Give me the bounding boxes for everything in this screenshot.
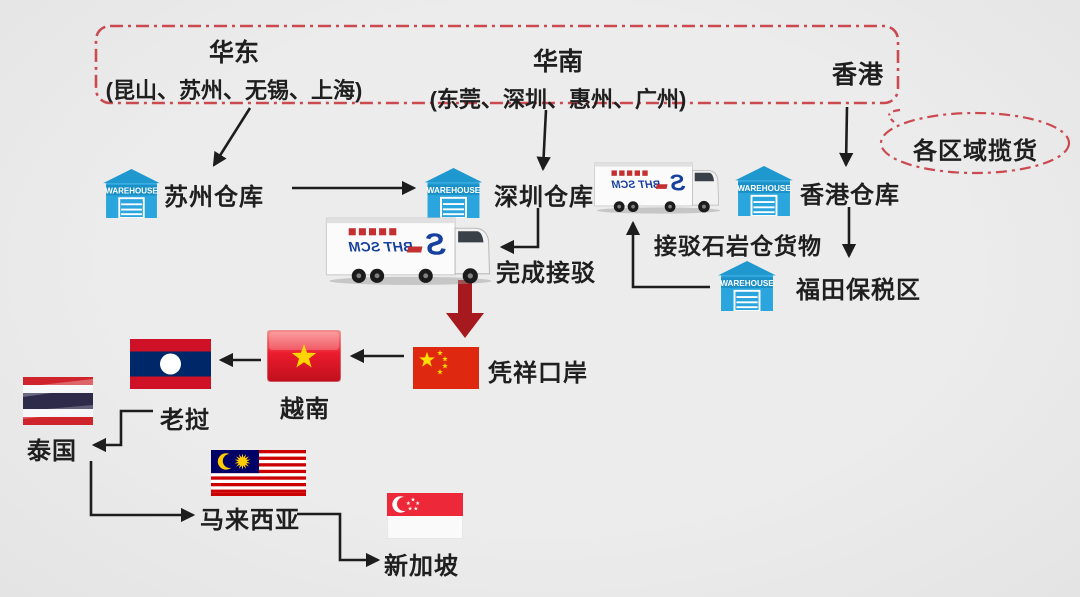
region-east: 华东 (昆山、苏州、无锡、上海) bbox=[98, 33, 370, 105]
warehouse-label-shenzhen: 深圳仓库 bbox=[494, 184, 594, 211]
vietnam-flag bbox=[267, 330, 341, 382]
shiyan-pickup-label: 接驳石岩仓货物 bbox=[654, 233, 822, 259]
red-flow-arrow bbox=[446, 280, 484, 338]
arrow-east-to-suzhou bbox=[212, 107, 252, 167]
warehouse-icon-hongkong bbox=[733, 166, 795, 216]
arrow-south-to-shenzhen bbox=[536, 109, 551, 172]
vietnam-label: 越南 bbox=[280, 396, 330, 423]
thailand-label: 泰国 bbox=[27, 438, 77, 465]
truck-icon-main bbox=[324, 212, 497, 288]
laos-flag bbox=[130, 339, 211, 389]
warehouse-icon-suzhou bbox=[103, 169, 160, 218]
region-south: 华南 (东莞、深圳、惠州、广州) bbox=[420, 42, 696, 114]
warehouse-label-suzhou: 苏州仓库 bbox=[164, 184, 264, 211]
thailand-flag bbox=[23, 377, 93, 425]
region-east-name: 华东 bbox=[208, 39, 259, 67]
singapore-flag bbox=[387, 493, 463, 539]
pingxiang-port-label: 凭祥口岸 bbox=[488, 360, 588, 387]
arrow-futian-to-truck bbox=[625, 220, 710, 289]
pickup-cloud bbox=[879, 108, 1071, 175]
malaysia-label: 马来西亚 bbox=[200, 507, 300, 534]
singapore-label: 新加坡 bbox=[384, 553, 459, 580]
region-east-cities: (昆山、苏州、无锡、上海) bbox=[105, 78, 363, 103]
region-south-cities: (东莞、深圳、惠州、广州) bbox=[429, 87, 687, 112]
arrow-malaysia-to-singapore bbox=[297, 512, 381, 568]
warehouse-icon-shenzhen bbox=[424, 168, 483, 218]
region-south-name: 华南 bbox=[532, 48, 583, 76]
pickup-cloud-label: 各区域揽货 bbox=[913, 138, 1038, 165]
arrow-thailand-to-malaysia bbox=[89, 461, 196, 523]
region-hongkong-name: 香港 bbox=[832, 61, 885, 89]
china-flag bbox=[413, 347, 479, 389]
laos-label: 老挝 bbox=[160, 407, 210, 434]
arrow-laos-to-thailand bbox=[91, 409, 153, 453]
truck-icon-shiyan bbox=[593, 158, 724, 216]
regions-dashed-box bbox=[94, 24, 900, 105]
complete-transfer-label: 完成接驳 bbox=[496, 260, 596, 287]
arrow-hk-to-hkwarehouse bbox=[839, 106, 854, 168]
warehouse-icon-futian bbox=[716, 261, 778, 311]
arrow-shenzhen-to-truck bbox=[499, 208, 540, 255]
malaysia-flag bbox=[211, 450, 306, 496]
warehouse-label-futian: 福田保税区 bbox=[796, 277, 921, 304]
warehouse-label-hongkong: 香港仓库 bbox=[800, 182, 900, 209]
